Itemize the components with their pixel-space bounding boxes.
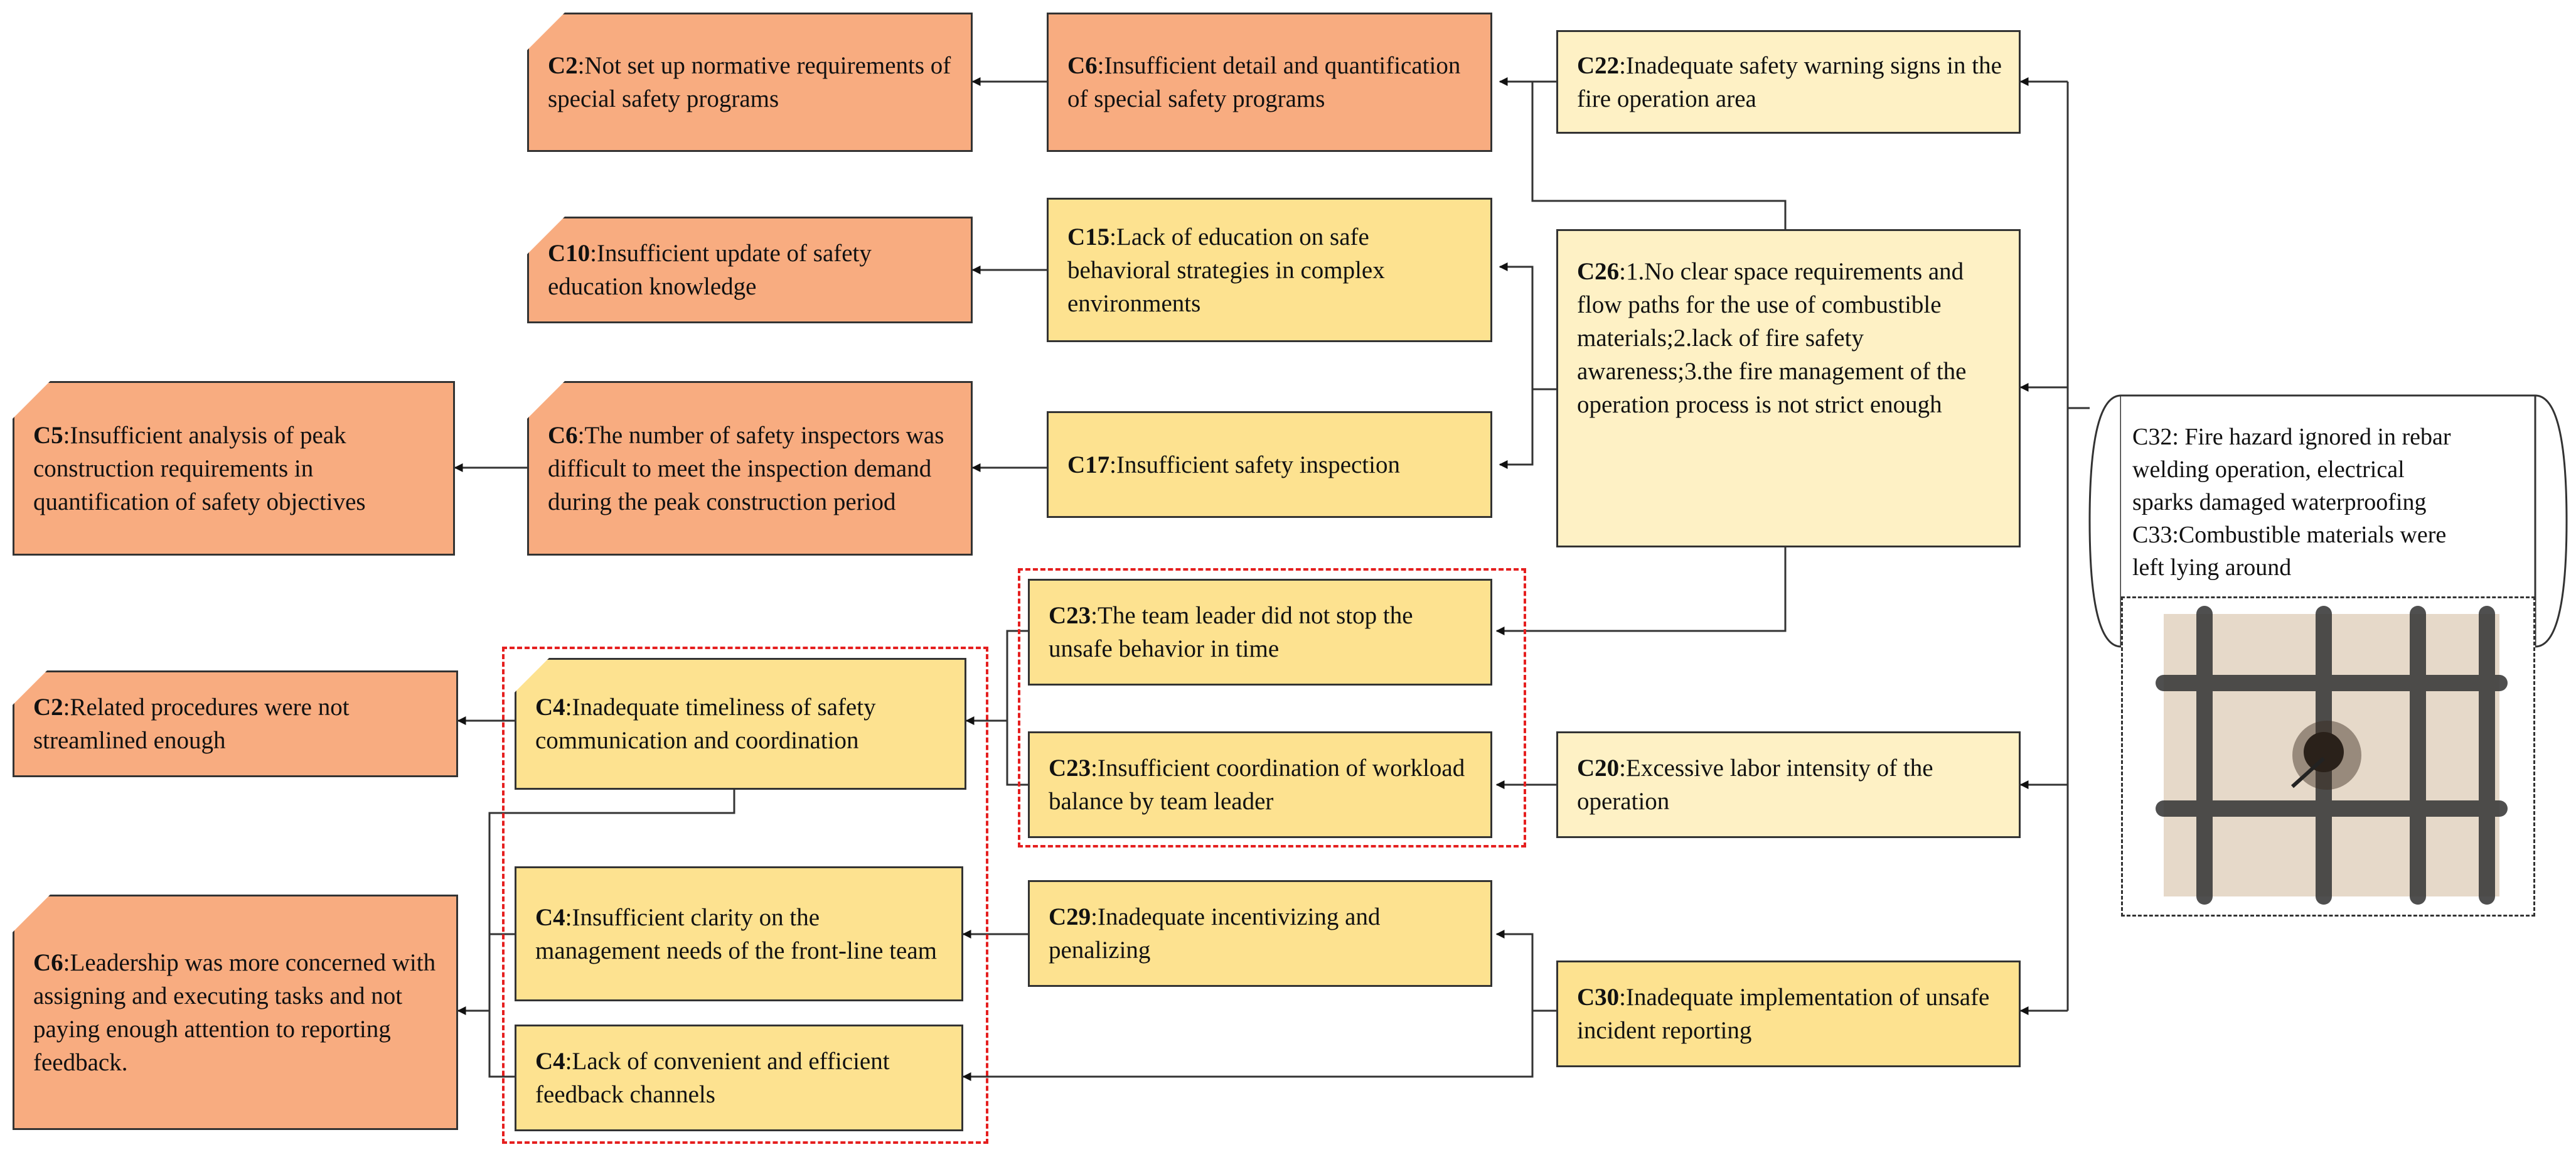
node-c2b: C2:Related procedures were not streamlin… <box>13 670 458 777</box>
node-c6b: C6:The number of safety inspectors was d… <box>527 381 973 556</box>
edge-source-trunk <box>2066 82 2090 1011</box>
edge-c30-c4c <box>962 1011 1534 1081</box>
edge-c26-c17 <box>1499 389 1534 469</box>
source-text: C32: Fire hazard ignored in rebar weldin… <box>2132 424 2451 581</box>
node-c29: C29:Inadequate incentivizing and penaliz… <box>1028 880 1492 987</box>
node-c6c: C6:Leadership was more concerned with as… <box>13 895 458 1130</box>
node-c15: C15:Lack of education on safe behavioral… <box>1047 198 1492 342</box>
c4-group-box <box>502 647 988 1144</box>
rebar-welding-photo <box>2156 606 2508 905</box>
node-c20: C20:Excessive labor intensity of the ope… <box>1556 731 2021 838</box>
node-c4c: C4:Lack of convenient and efficient feed… <box>515 1025 963 1131</box>
node-c4a: C4:Inadequate timeliness of safety commu… <box>515 658 966 790</box>
edge-c26-c23a <box>1495 547 1787 635</box>
edge-c4c-c6c <box>488 1011 515 1078</box>
source-document-shape <box>2088 394 2568 648</box>
node-c10: C10:Insufficient update of safety educat… <box>527 217 973 323</box>
edge-c26-c15 <box>1499 262 1556 390</box>
edge-c23b-c4a <box>1006 721 1028 786</box>
node-c26: C26:1.No clear space requirements and fl… <box>1556 229 2021 547</box>
node-c4b: C4:Insufficient clarity on the managemen… <box>515 866 963 1001</box>
source-event: C32: Fire hazard ignored in rebar weldin… <box>2090 396 2567 647</box>
node-c22: C22:Inadequate safety warning signs in t… <box>1556 30 2021 134</box>
node-c23a: C23:The team leader did not stop the uns… <box>1028 579 1492 686</box>
edge-c4a-c6c <box>457 790 735 1015</box>
edge-c26-c6a <box>1531 82 1787 229</box>
node-c30: C30:Inadequate implementation of unsafe … <box>1556 961 2021 1067</box>
edge-c30-c29 <box>1495 930 1556 1012</box>
node-c2a: C2:Not set up normative requirements of … <box>527 13 973 152</box>
node-c23b: C23:Insufficient coordination of workloa… <box>1028 731 1492 838</box>
source-photo-frame <box>2121 596 2535 917</box>
team-leader-group-box <box>1018 568 1526 848</box>
node-c6a: C6:Insufficient detail and quantificatio… <box>1047 13 1492 152</box>
node-c17: C17:Insufficient safety inspection <box>1047 411 1492 518</box>
node-c5: C5:Insufficient analysis of peak constru… <box>13 381 455 556</box>
